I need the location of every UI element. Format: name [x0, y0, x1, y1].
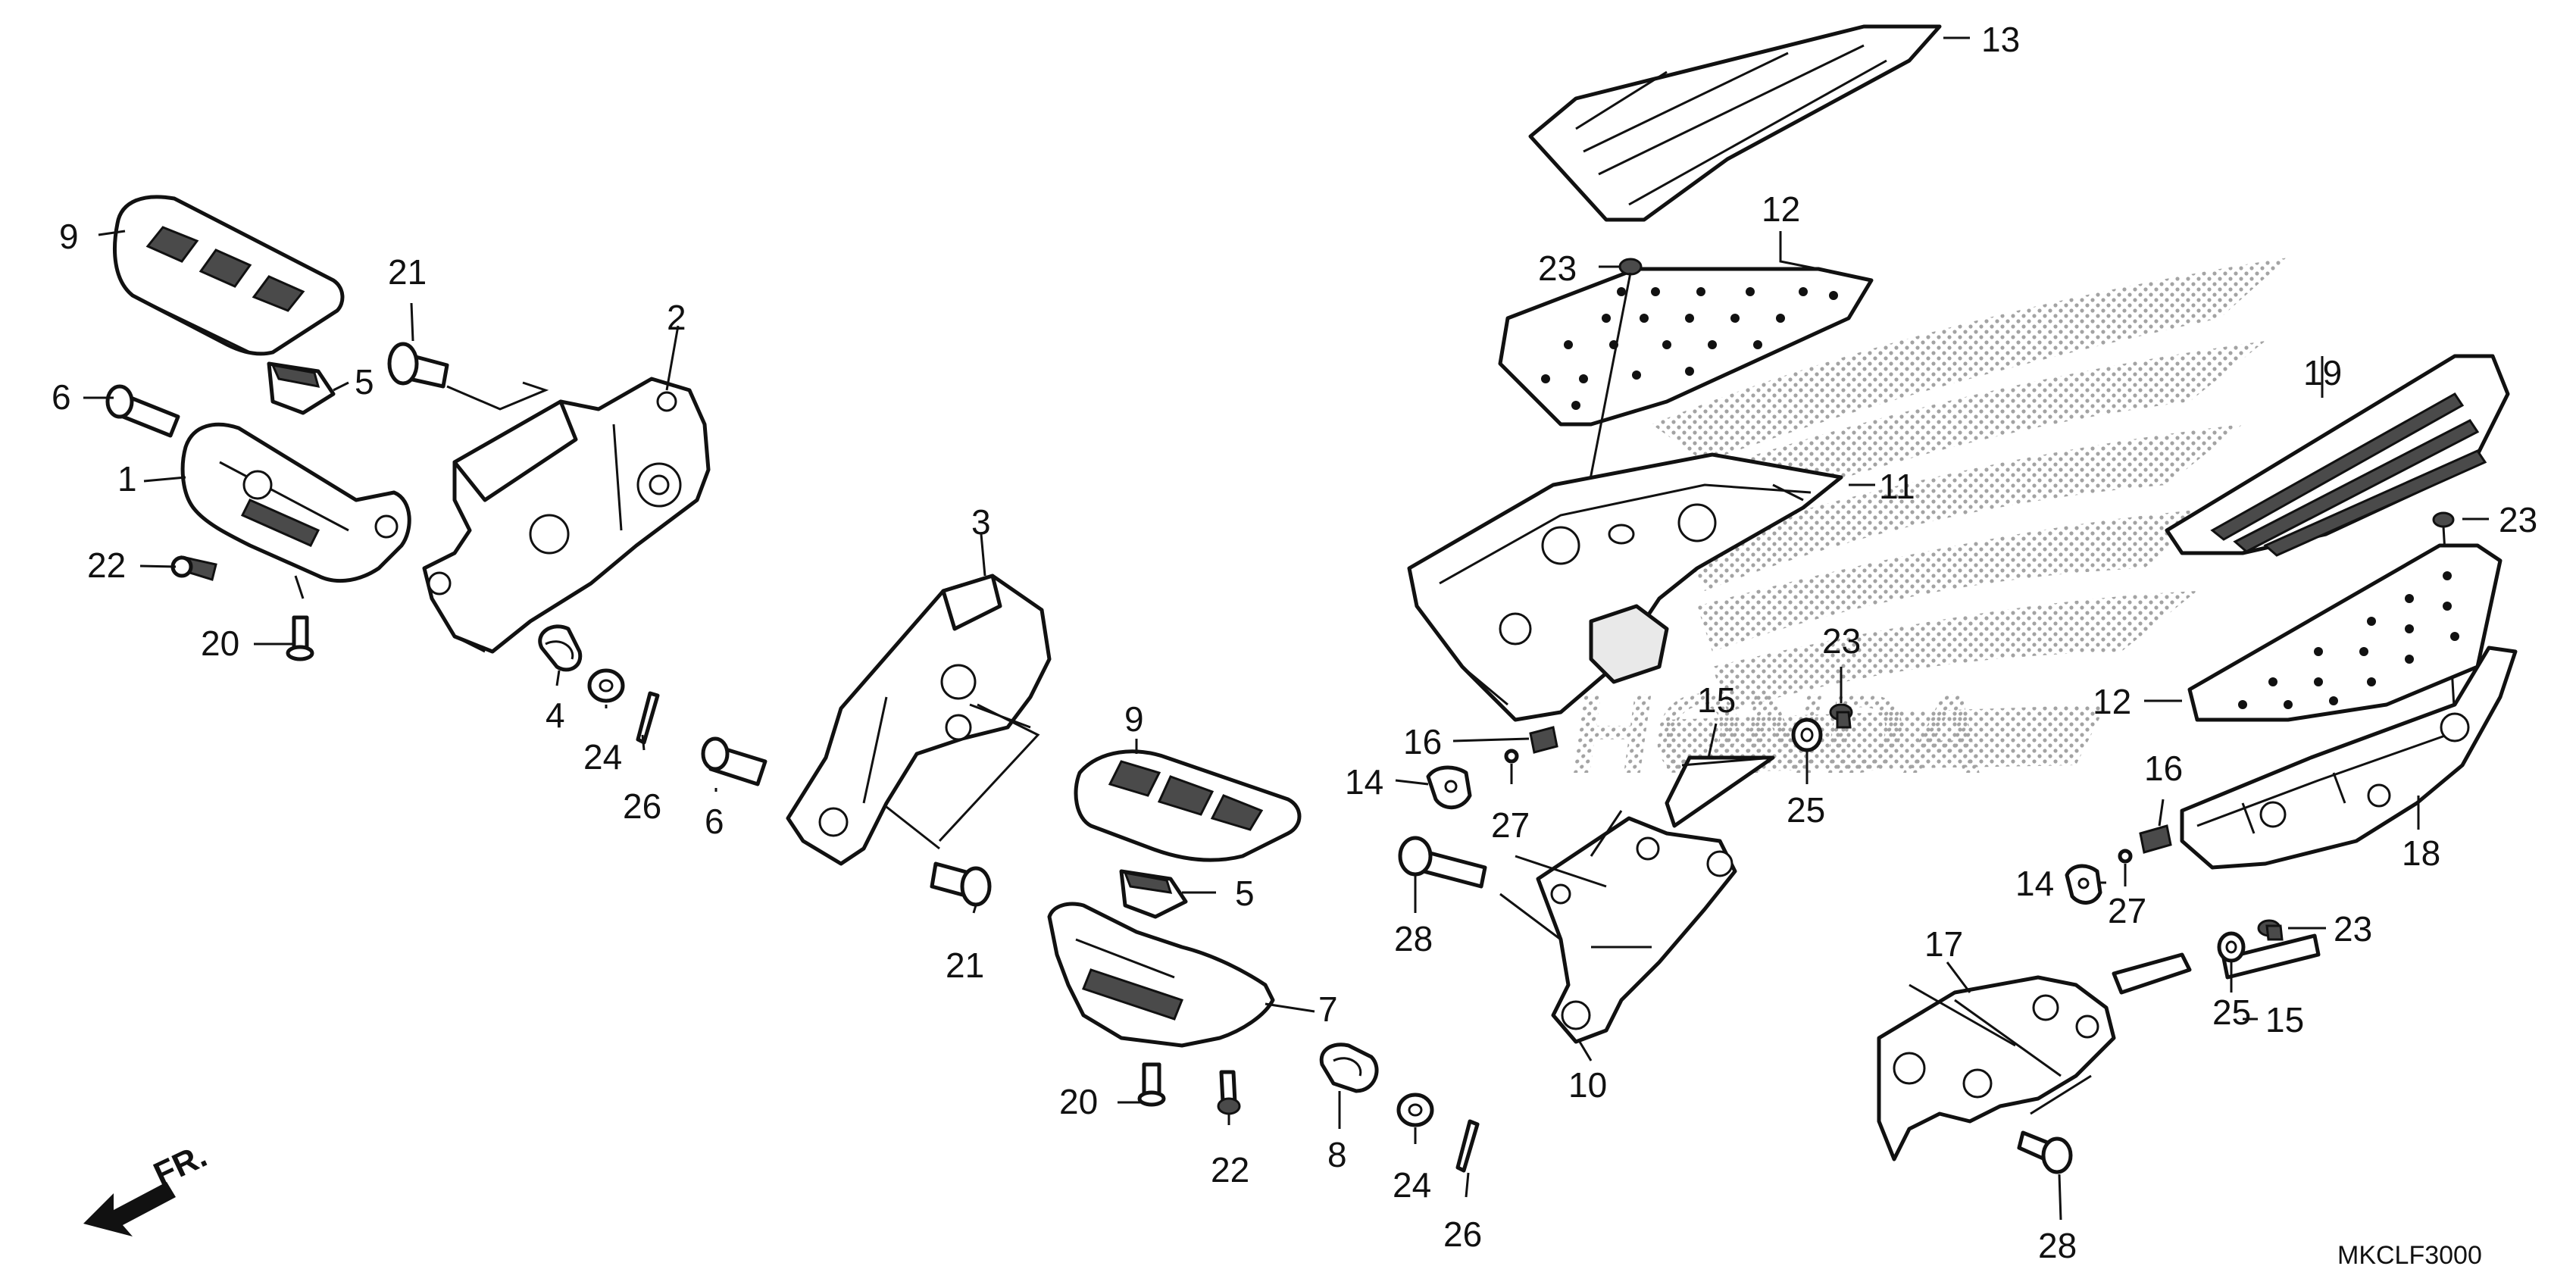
part-9-footpeg-rubber-left [113, 195, 345, 356]
callout-4: 4 [546, 696, 565, 735]
callout-7: 7 [1318, 989, 1338, 1029]
part-22-bolt-left [170, 555, 217, 581]
part-1-footpeg-bracket-left [180, 422, 411, 599]
part-15-shaft-right [2112, 933, 2321, 995]
part-27-ball-center [1504, 749, 1519, 764]
callout-26-left: 26 [623, 786, 661, 826]
part-3-bracket-center [786, 574, 1052, 866]
part-9-footpeg-rubber-center [1074, 749, 1302, 862]
part-21-bolt-center [930, 861, 992, 907]
callout-19: 19 [2303, 353, 2342, 392]
callout-22-center: 22 [1211, 1150, 1249, 1190]
callout-18: 18 [2402, 833, 2440, 873]
part-12-floorboard-plate-top [1498, 267, 1874, 427]
callout-25-right: 25 [2212, 993, 2251, 1032]
callout-24-center: 24 [1393, 1165, 1431, 1205]
diagram-code: MKCLF3000 [2337, 1241, 2482, 1270]
callout-21-center: 21 [946, 946, 984, 985]
part-6-pin-left [105, 384, 180, 438]
callout-27-right: 27 [2108, 891, 2146, 930]
part-14-clip-center [1426, 765, 1472, 810]
callout-22-left: 22 [87, 546, 126, 585]
callout-28-center: 28 [1394, 919, 1433, 958]
callout-12-right: 12 [2093, 682, 2131, 721]
part-26-pin-center [1455, 1119, 1480, 1173]
part-8-spring-center [1319, 1043, 1379, 1093]
callout-labels: 9 6 1 5 22 20 21 2 4 24 26 6 3 21 9 5 7 … [52, 20, 2537, 1265]
part-5-clip-left [267, 361, 336, 415]
callout-25-center: 25 [1787, 790, 1825, 830]
part-23-screw-center [1829, 703, 1853, 729]
callout-2: 2 [667, 298, 686, 337]
part-25-washer-right [2217, 931, 2246, 963]
part-28-bolt-right [2017, 1130, 2073, 1174]
part-17-hinge-bracket-right [1877, 975, 2116, 1161]
part-16-spring-center [1529, 726, 1558, 754]
callout-23-right-bottom: 23 [2334, 909, 2372, 949]
part-6-pin-center [701, 736, 767, 786]
front-direction-label: FR. [148, 1137, 213, 1193]
callout-5-left: 5 [355, 362, 374, 402]
leader-lines [83, 36, 2489, 1221]
callout-13: 13 [1981, 20, 2020, 59]
front-direction-arrow: FR. [83, 1137, 212, 1236]
callout-21-top: 21 [388, 252, 427, 292]
part-28-bolt-center [1398, 836, 1487, 889]
part-21-bolt-top [387, 342, 449, 389]
callout-5-center: 5 [1235, 874, 1255, 913]
part-15-shaft-center [1665, 755, 1775, 828]
part-10-hinge-bracket [1536, 816, 1737, 1044]
callout-11: 11 [1879, 467, 1915, 506]
callout-6-left: 6 [52, 377, 71, 417]
callout-15-center: 15 [1697, 680, 1736, 720]
part-24-washer-left [587, 668, 625, 703]
part-14-clip-right [2065, 864, 2102, 905]
part-20-bolt-left [286, 615, 314, 661]
callout-12-top: 12 [1762, 189, 1800, 229]
part-25-washer-center [1791, 717, 1823, 752]
callout-23-center: 23 [1822, 621, 1861, 661]
part-26-pin-left [636, 691, 660, 745]
callout-3: 3 [971, 502, 991, 542]
callout-16-center: 16 [1403, 722, 1442, 761]
part-4-spring-left [538, 624, 583, 672]
callout-8: 8 [1327, 1135, 1347, 1174]
assembly-guide-lines [446, 381, 2092, 1115]
callout-27-center: 27 [1491, 805, 1530, 845]
part-22-bolt-center [1217, 1070, 1241, 1115]
part-23-screw-right-bottom [2257, 919, 2284, 941]
part-11-floorboard-bracket [1407, 452, 1843, 722]
part-16-spring-right [2139, 824, 2172, 854]
part-2-bracket-left [422, 377, 711, 654]
callout-15-right: 15 [2265, 1000, 2304, 1039]
watermark-letters: HONDA [1562, 671, 1996, 797]
callout-9-left: 9 [59, 217, 79, 256]
callout-17: 17 [1924, 924, 1963, 964]
callout-1: 1 [117, 459, 137, 499]
callout-9-center: 9 [1124, 699, 1144, 739]
callout-26-center: 26 [1443, 1215, 1482, 1254]
honda-wing-watermark: HONDA [1562, 258, 2288, 797]
part-24-washer-center [1396, 1093, 1434, 1127]
callout-6-center: 6 [705, 802, 724, 841]
callout-24-left: 24 [583, 737, 622, 777]
callout-20-left: 20 [201, 624, 239, 663]
callout-28-right: 28 [2038, 1226, 2077, 1265]
part-20-bolt-center [1137, 1062, 1166, 1107]
callout-16-right: 16 [2144, 749, 2183, 788]
callout-10: 10 [1568, 1065, 1607, 1105]
part-7-footpeg-bracket-center [1047, 902, 1275, 1048]
part-19-floorboard-rubber-right [2165, 354, 2510, 557]
callout-23-top: 23 [1538, 249, 1577, 288]
callout-14-center: 14 [1345, 762, 1383, 802]
part-18-floorboard-bracket-right [2180, 646, 2518, 870]
callout-20-center: 20 [1059, 1082, 1098, 1121]
callout-14-right: 14 [2015, 864, 2054, 903]
part-13-floorboard-rubber-top [1528, 24, 1942, 222]
part-5-clip-center [1119, 869, 1188, 919]
part-27-ball-right [2118, 849, 2133, 864]
callout-23-right-top: 23 [2499, 500, 2537, 539]
